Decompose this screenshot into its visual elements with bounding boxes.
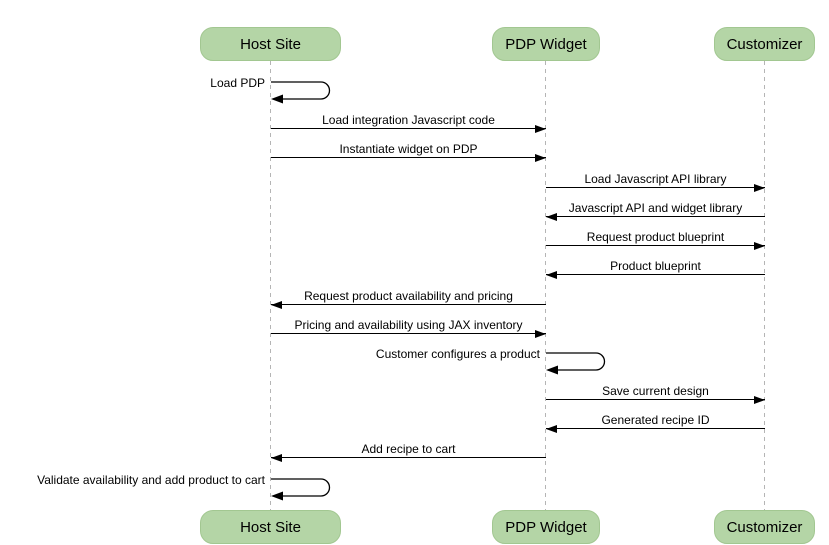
message-label: Add recipe to cart xyxy=(361,442,456,456)
arrowhead-right-icon xyxy=(754,242,765,250)
arrowhead-left-icon xyxy=(546,425,557,433)
self-loop-arrow-icon xyxy=(546,352,606,375)
message-request-product-availability-and-pricing: Request product availability and pricing xyxy=(271,287,546,309)
participant-label: Customizer xyxy=(726,518,803,536)
arrowhead-right-icon xyxy=(754,396,765,404)
arrowhead-right-icon xyxy=(535,154,546,162)
message-validate-availability-and-add-product-to-cart: Validate availability and add product to… xyxy=(37,473,339,502)
self-loop-arrow-icon xyxy=(271,478,331,501)
message-pricing-and-availability-using-jax-inventory: Pricing and availability using JAX inven… xyxy=(271,316,546,338)
message-label: Load Javascript API library xyxy=(584,172,727,186)
message-load-pdp: Load PDP xyxy=(210,76,339,105)
participant-pdp-widget-bottom: PDP Widget xyxy=(492,510,600,544)
lifeline-customizer xyxy=(764,61,765,510)
arrowhead-right-icon xyxy=(754,184,765,192)
participant-host-site-bottom: Host Site xyxy=(200,510,341,544)
message-label: Load integration Javascript code xyxy=(322,113,495,127)
lifeline-host-site xyxy=(270,61,271,510)
participant-label: PDP Widget xyxy=(505,35,587,53)
participant-customizer-bottom: Customizer xyxy=(714,510,815,544)
message-generated-recipe-id: Generated recipe ID xyxy=(546,411,765,433)
participant-label: PDP Widget xyxy=(505,518,587,536)
message-add-recipe-to-cart: Add recipe to cart xyxy=(271,440,546,462)
lifeline-pdp-widget xyxy=(545,61,546,510)
message-save-current-design: Save current design xyxy=(546,382,765,404)
participant-host-site-top: Host Site xyxy=(200,27,341,61)
participant-label: Host Site xyxy=(240,518,301,536)
participant-pdp-widget-top: PDP Widget xyxy=(492,27,600,61)
message-label: Javascript API and widget library xyxy=(568,201,743,215)
message-load-integration-javascript-code: Load integration Javascript code xyxy=(271,111,546,133)
message-label: Product blueprint xyxy=(610,259,701,273)
arrowhead-left-icon xyxy=(546,271,557,279)
message-instantiate-widget-on-pdp: Instantiate widget on PDP xyxy=(271,140,546,162)
message-javascript-api-and-widget-library: Javascript API and widget library xyxy=(546,199,765,221)
message-label: Save current design xyxy=(602,384,709,398)
participant-label: Customizer xyxy=(726,35,803,53)
message-product-blueprint: Product blueprint xyxy=(546,257,765,279)
message-label: Generated recipe ID xyxy=(601,413,710,427)
message-request-product-blueprint: Request product blueprint xyxy=(546,228,765,250)
arrowhead-right-icon xyxy=(535,125,546,133)
message-label: Instantiate widget on PDP xyxy=(339,142,478,156)
message-customer-configures-a-product: Customer configures a product xyxy=(376,347,614,376)
self-loop-arrow-icon xyxy=(271,81,331,104)
arrowhead-left-icon xyxy=(546,213,557,221)
participant-customizer-top: Customizer xyxy=(714,27,815,61)
arrowhead-left-icon xyxy=(271,454,282,462)
message-label: Load PDP xyxy=(210,76,265,90)
message-load-javascript-api-library: Load Javascript API library xyxy=(546,170,765,192)
arrowhead-left-icon xyxy=(271,301,282,309)
message-label: Request product availability and pricing xyxy=(304,289,513,303)
message-label: Request product blueprint xyxy=(586,230,725,244)
arrowhead-right-icon xyxy=(535,330,546,338)
participant-label: Host Site xyxy=(240,35,301,53)
message-label: Customer configures a product xyxy=(375,347,540,361)
message-label: Pricing and availability using JAX inven… xyxy=(294,318,523,332)
message-label: Validate availability and add product to… xyxy=(37,473,265,487)
